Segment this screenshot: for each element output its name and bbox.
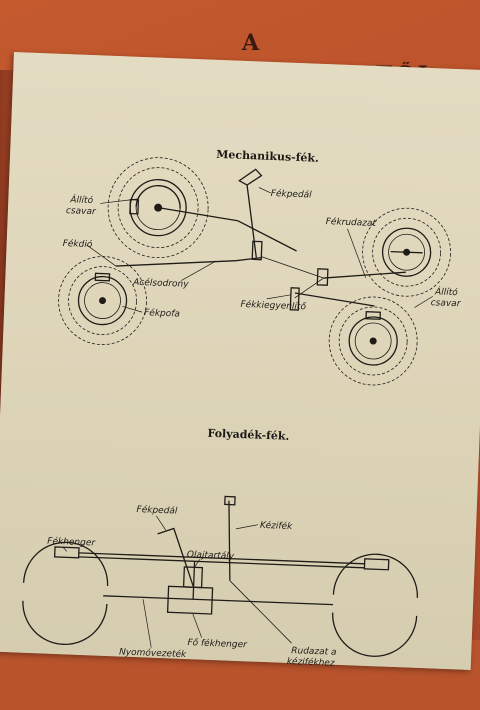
wheel-rear-left — [58, 256, 147, 345]
hydraulic-system — [22, 495, 418, 657]
label-allito-csavar-right-1: Állító — [434, 285, 459, 298]
diagram-page: Mechanikus-fék. — [0, 52, 480, 670]
label-nyomovezetek: Nyomóvezeték — [119, 646, 187, 660]
label-fekkiegyenlito: Fékkiegyenlítő — [240, 299, 306, 313]
label-olajtartaly: Olajtartály — [187, 550, 235, 562]
label-allito-csavar-right-2: csavar — [430, 298, 461, 309]
label-fekdio: Fékdió — [62, 238, 93, 250]
label-allito-csavar-left-2: csavar — [66, 206, 97, 217]
label-fekpofa: Fékpofa — [144, 307, 180, 319]
label-acelsodrony: Acélsodrony — [132, 277, 189, 290]
cover-title-article: A — [242, 30, 260, 56]
label-allito-csavar-left-1: Állító — [69, 193, 94, 206]
mechanical-linkage — [115, 168, 406, 311]
wheel-rear-right — [328, 296, 418, 386]
label-kezifek: Kézifék — [260, 520, 293, 532]
label-fekrudazat: Fékrudazat — [326, 216, 377, 229]
label-fo-fekhenger: Fő fékhenger — [187, 637, 248, 650]
label-fekhenger: Fékhenger — [47, 536, 97, 549]
label-fekpedal-mech: Fékpedál — [271, 188, 313, 201]
hydraulic-heading: Folyadék-fék. — [207, 427, 289, 443]
mechanical-heading: Mechanikus-fék. — [216, 148, 319, 165]
label-rudazat-2: kézifékhez — [287, 656, 336, 669]
wheel-front-right — [362, 207, 452, 297]
label-rudazat-1: Rudazat a — [291, 646, 337, 658]
label-fekpedal-hyd: Fékpedál — [136, 504, 178, 517]
brake-diagrams: Mechanikus-fék. — [22, 148, 462, 669]
